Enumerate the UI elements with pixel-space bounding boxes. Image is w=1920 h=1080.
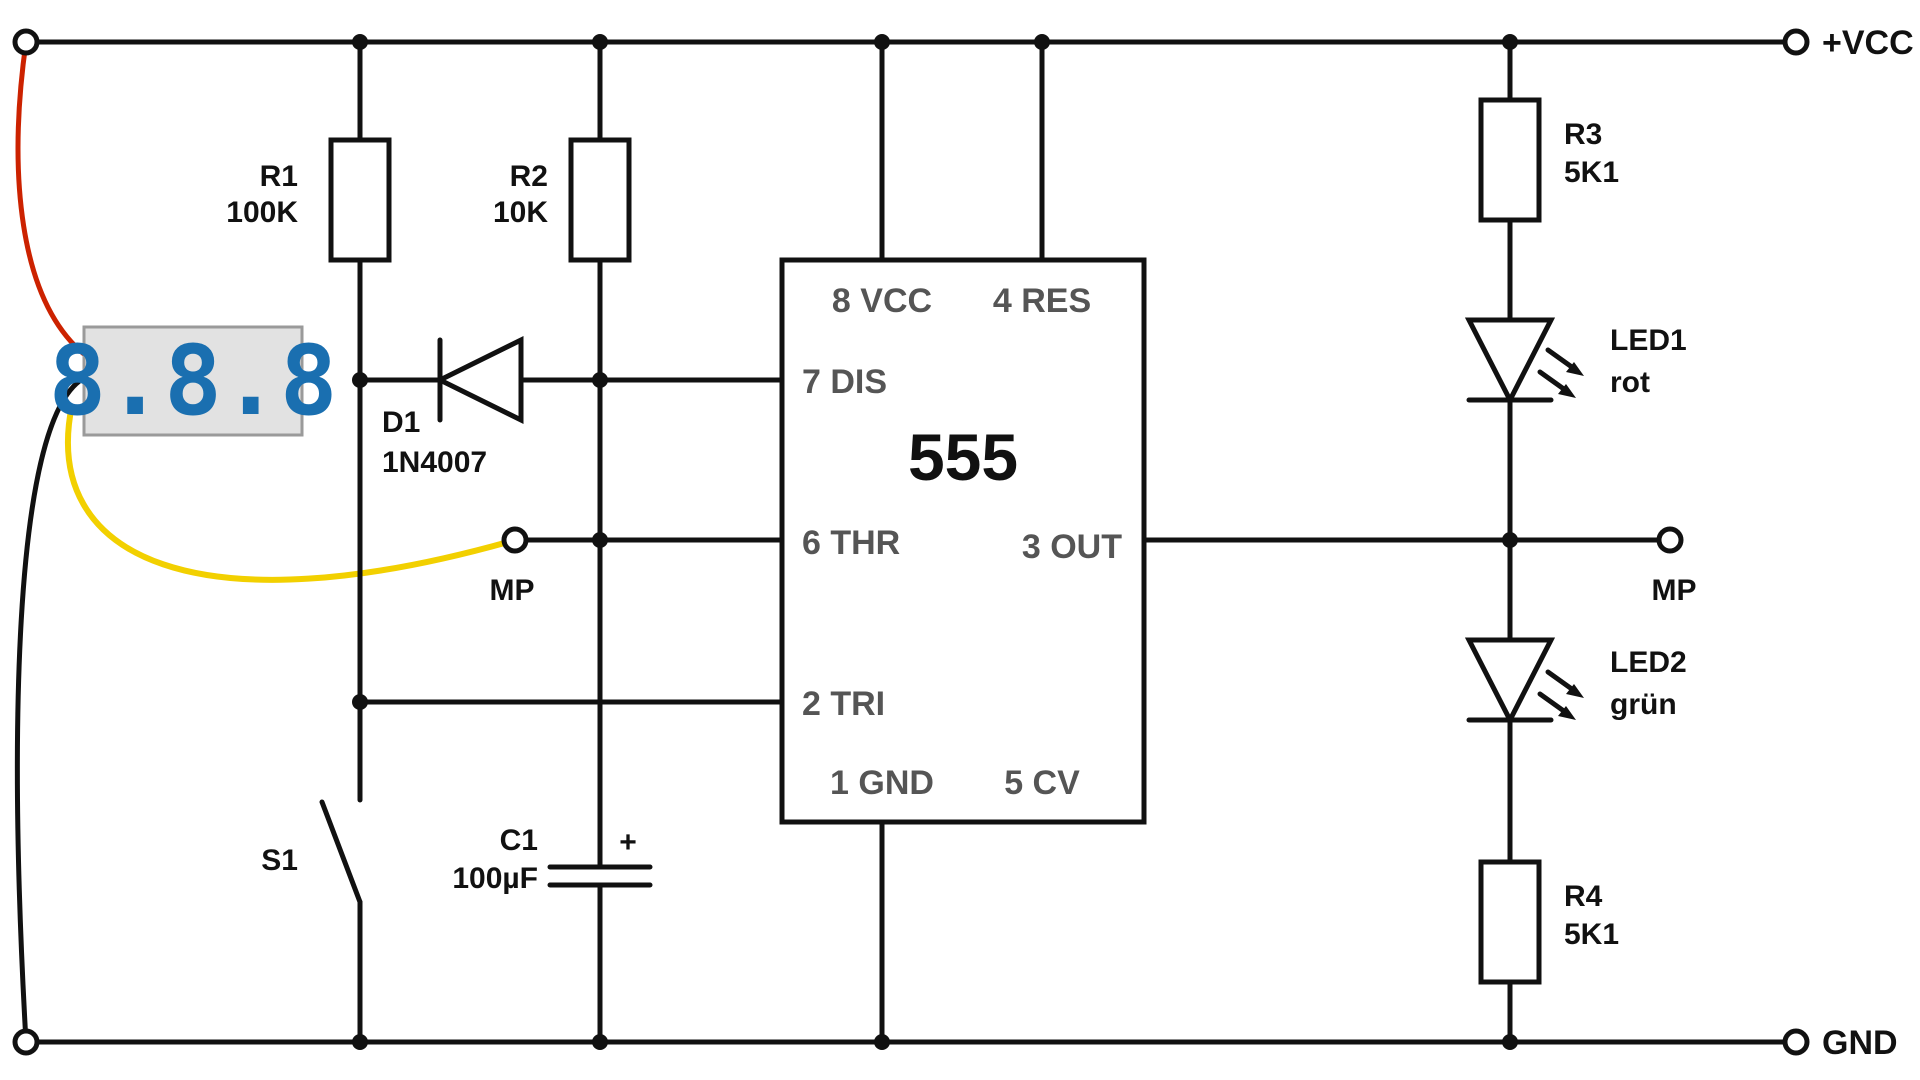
ic-pin-gnd-label: 1 GND bbox=[830, 764, 934, 802]
led2-triangle bbox=[1464, 637, 1556, 726]
gnd-right-terminal bbox=[1782, 1028, 1810, 1056]
gnd-rail-label: GND bbox=[1822, 1024, 1898, 1062]
r3-value-label: 5K1 bbox=[1564, 156, 1619, 189]
red-probe-wire bbox=[15, 41, 87, 357]
r4-name-label: R4 bbox=[1564, 880, 1603, 913]
r4-resistor bbox=[1478, 859, 1542, 985]
junction-node bbox=[352, 34, 368, 50]
gnd-left-terminal bbox=[12, 1028, 40, 1056]
d1-diode-triangle bbox=[434, 335, 524, 425]
r4-value-label: 5K1 bbox=[1564, 918, 1619, 951]
ic-pin-vcc-label: 8 VCC bbox=[832, 282, 932, 320]
junction-node bbox=[592, 34, 608, 50]
led1-arrowhead-2 bbox=[1558, 384, 1576, 398]
junction-node bbox=[1502, 34, 1518, 50]
d1-value-label: 1N4007 bbox=[382, 446, 487, 479]
mp-right-terminal bbox=[1656, 526, 1684, 554]
r1-name-label: R1 bbox=[260, 160, 298, 193]
ic-pin-res-label: 4 RES bbox=[993, 282, 1091, 320]
vcc-rail-label: +VCC bbox=[1822, 24, 1914, 62]
ic-pin-cv-label: 5 CV bbox=[1004, 764, 1080, 802]
led1-color-label: rot bbox=[1610, 366, 1650, 399]
led2-name-label: LED2 bbox=[1610, 646, 1687, 679]
ic-pin-tri-label: 2 TRI bbox=[802, 685, 885, 723]
led2-arrowhead-2 bbox=[1558, 706, 1576, 720]
r2-value-label: 10K bbox=[493, 196, 548, 229]
c1-value-label: 100µF bbox=[452, 862, 538, 895]
r2-name-label: R2 bbox=[510, 160, 548, 193]
junction-node bbox=[1034, 34, 1050, 50]
junction-node bbox=[592, 1034, 608, 1050]
led1-triangle bbox=[1464, 317, 1556, 406]
junction-node bbox=[1502, 532, 1518, 548]
junction-node bbox=[352, 372, 368, 388]
d1-name-label: D1 bbox=[382, 406, 420, 439]
c1-name-label: C1 bbox=[500, 824, 538, 857]
voltmeter-body bbox=[82, 325, 304, 437]
ic-pin-out-label: 3 OUT bbox=[1022, 528, 1122, 566]
led1-name-label: LED1 bbox=[1610, 324, 1687, 357]
mp-right-label: MP bbox=[1652, 574, 1697, 607]
ic-pin-thr-label: 6 THR bbox=[802, 524, 900, 562]
yellow-probe-wire bbox=[65, 404, 516, 583]
voltmeter-display: 8.8.8 bbox=[49, 325, 338, 437]
junction-node bbox=[352, 1034, 368, 1050]
junction-node bbox=[352, 694, 368, 710]
junction-node bbox=[874, 34, 890, 50]
junction-node bbox=[592, 532, 608, 548]
vcc-left-terminal bbox=[12, 28, 40, 56]
r2-resistor bbox=[568, 137, 632, 263]
black-probe-wire bbox=[14, 375, 86, 1043]
led2-color-label: grün bbox=[1610, 688, 1677, 721]
ic-name-label: 555 bbox=[908, 420, 1018, 494]
r1-value-label: 100K bbox=[226, 196, 298, 229]
s1-switch-lever bbox=[319, 799, 363, 905]
r1-resistor bbox=[328, 137, 392, 263]
junction-node bbox=[1502, 1034, 1518, 1050]
r3-name-label: R3 bbox=[1564, 118, 1602, 151]
junction-node bbox=[592, 372, 608, 388]
mp-left-terminal bbox=[501, 526, 529, 554]
c1-polarity-label: + bbox=[619, 826, 637, 859]
ic-pin-dis-label: 7 DIS bbox=[802, 363, 887, 401]
r3-resistor bbox=[1478, 97, 1542, 223]
vcc-right-terminal bbox=[1782, 28, 1810, 56]
led2-arrowhead-1 bbox=[1566, 684, 1584, 698]
led1-arrowhead-1 bbox=[1566, 362, 1584, 376]
junction-node bbox=[874, 1034, 890, 1050]
ic-555-body bbox=[779, 257, 1147, 825]
mp-left-label: MP bbox=[490, 574, 535, 607]
s1-name-label: S1 bbox=[261, 844, 298, 877]
